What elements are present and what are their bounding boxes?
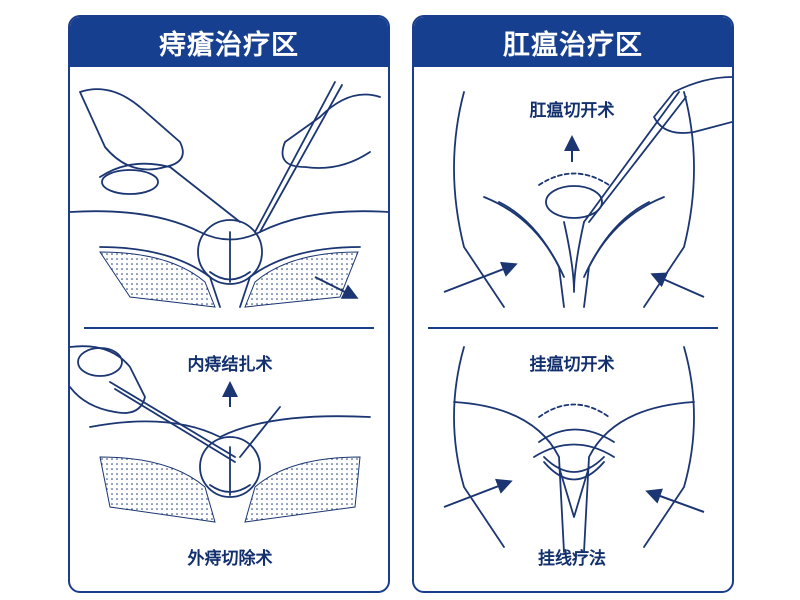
hemorrhoid-ligation-scene: [70, 81, 388, 308]
fistulotomy-label: 肛瘟切开术: [529, 101, 615, 121]
fistula-illustration: [443, 76, 732, 553]
hemorrhoid-illustration: [70, 81, 388, 523]
fistulotomy-scene: [443, 76, 732, 308]
section-divider: [84, 327, 374, 329]
anal-fistula-treatment-panel: 肛瘟治疗区: [412, 15, 734, 593]
hemorrhoid-excision-scene: [70, 345, 371, 523]
internal-hemorrhoid-ligation-label: 内痔结扎术: [187, 355, 273, 375]
seton-scene: [443, 346, 705, 553]
seton-therapy-label: 挂线疗法: [538, 549, 606, 569]
panel-title: 肛瘟治疗区: [414, 17, 732, 67]
section-divider: [428, 327, 718, 329]
external-hemorrhoid-excision-label: 外痔切除术: [187, 549, 273, 569]
seton-incision-label: 挂瘟切开术: [529, 355, 615, 375]
panel-title: 痔瘡治疗区: [70, 17, 388, 67]
hemorrhoid-treatment-panel: 痔瘡治疗区: [68, 15, 390, 593]
